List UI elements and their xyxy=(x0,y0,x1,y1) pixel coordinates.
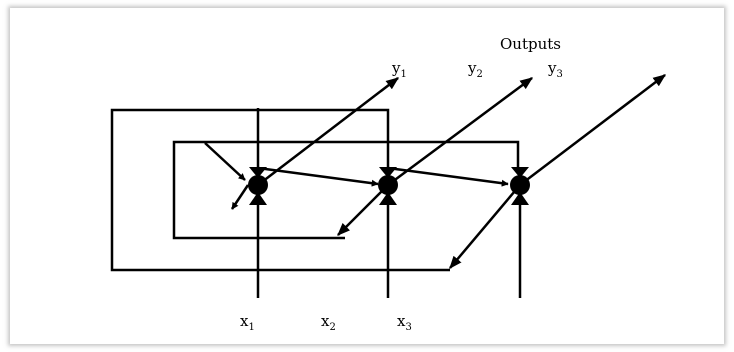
neuron-2 xyxy=(378,167,398,205)
output-label-y3: y3 xyxy=(547,59,563,80)
input-label-x1: x1 xyxy=(240,312,255,333)
output-label-y1: y1 xyxy=(391,59,407,80)
neuron-1 xyxy=(248,167,268,205)
output-arrow-y2 xyxy=(337,184,389,236)
feedback-arrow-n3 xyxy=(449,184,521,269)
neuron-3 xyxy=(510,167,530,205)
diagram-frame xyxy=(10,8,724,344)
connection-loop-to-n1 xyxy=(230,184,250,210)
output-arrow-y2-up xyxy=(387,76,534,187)
feedback-loop-outer xyxy=(110,108,450,272)
output-arrow-y1 xyxy=(257,77,400,186)
outputs-title: Outputs xyxy=(500,35,561,53)
output-label-y2: y2 xyxy=(467,59,483,80)
output-arrow-y3 xyxy=(519,74,667,186)
input-label-x2: x2 xyxy=(321,312,336,333)
feedback-loop-inner xyxy=(172,140,520,240)
input-label-x3: x3 xyxy=(397,312,412,333)
connection-to-n1 xyxy=(204,142,246,181)
